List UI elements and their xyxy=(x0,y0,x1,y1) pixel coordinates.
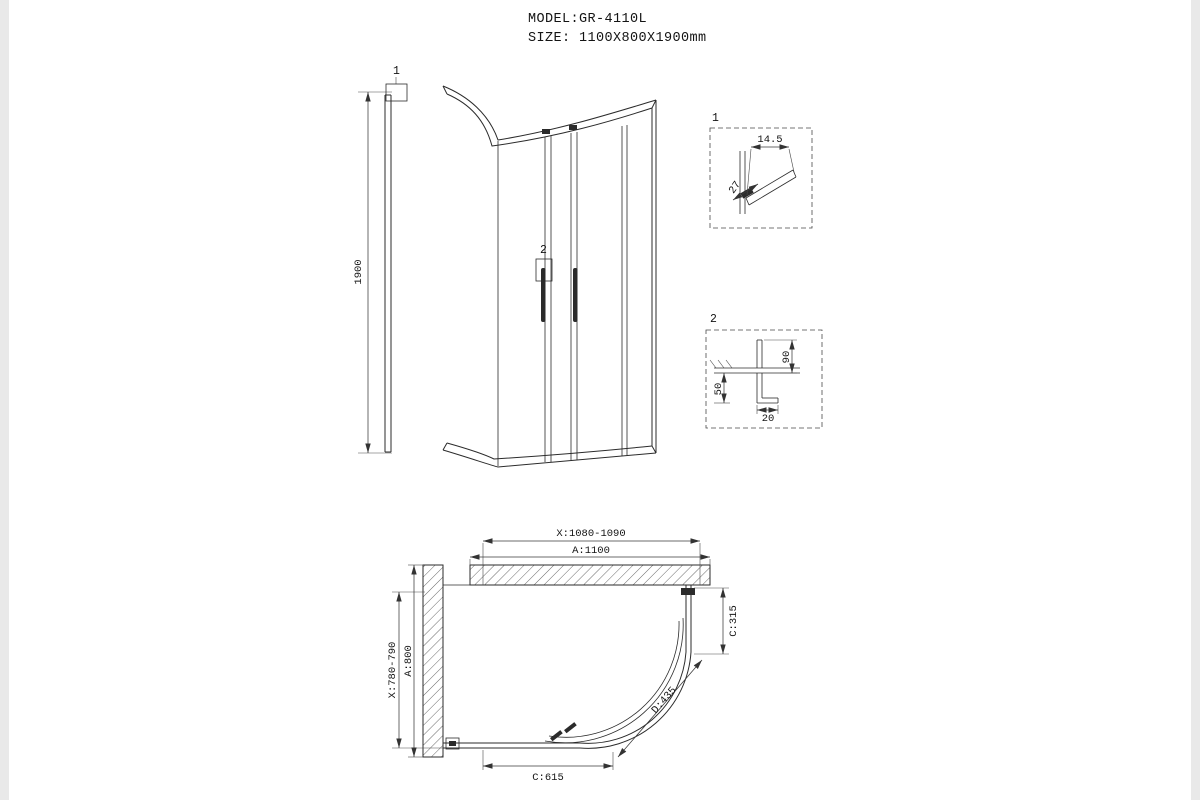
model-label: MODEL:GR-4110L xyxy=(528,12,647,27)
height-dimension-label: 1900 xyxy=(353,259,365,284)
detail-1-view: 1 14.5 27 xyxy=(709,112,813,229)
left-bracket xyxy=(445,737,460,750)
detail-2-dimensions: 90 50 20 xyxy=(713,339,797,425)
plan-adjust-width-dimension: X:1080-1090 xyxy=(556,528,625,540)
right-door-handle xyxy=(573,268,578,322)
plan-view: X:1080-1090 A:1100 X:780-790 A:800 C:315 xyxy=(387,528,740,784)
plan-overall-depth-dimension: A:800 xyxy=(403,645,415,677)
detail-1-label: 1 xyxy=(712,112,719,125)
right-page-edge xyxy=(1191,0,1200,800)
left-wall xyxy=(422,564,444,758)
plan-handle-2 xyxy=(550,730,563,742)
callout-1-label: 1 xyxy=(393,65,400,78)
top-bracket xyxy=(681,588,695,595)
left-door-handle xyxy=(541,268,546,322)
detail-2-label: 2 xyxy=(710,313,717,326)
plan-front-glass-dimension: C:615 xyxy=(532,772,564,784)
detail-2-offset-dimension: 20 xyxy=(762,413,775,425)
callout-2-label: 2 xyxy=(540,244,547,257)
size-label: SIZE: 1100X800X1900mm xyxy=(528,31,707,46)
enclosure-frame xyxy=(442,85,657,468)
detail-1-angle-dimension: 27 xyxy=(727,179,744,196)
plan-glass xyxy=(443,585,695,750)
door-handles xyxy=(541,268,578,322)
plan-adjust-depth-dimension: X:780-790 xyxy=(387,642,399,699)
height-dimension: 1900 xyxy=(353,91,392,454)
plan-side-glass-dimension: C:315 xyxy=(728,605,740,637)
callout-2-marker: 2 xyxy=(535,244,553,282)
detail-2-view: 2 90 50 20 xyxy=(705,313,823,429)
detail-1-width-dimension: 14.5 xyxy=(757,134,782,146)
detail-2-height-dimension: 90 xyxy=(781,351,793,364)
plan-overall-width-dimension: A:1100 xyxy=(572,545,610,557)
title-block: MODEL:GR-4110L SIZE: 1100X800X1900mm xyxy=(528,12,707,46)
front-elevation-view: 1900 1 xyxy=(353,65,657,468)
detail-1-dimensions: 14.5 27 xyxy=(727,134,795,201)
wall-profile xyxy=(384,94,392,453)
plan-handle-1 xyxy=(564,722,577,734)
left-page-edge xyxy=(0,0,9,800)
top-wall xyxy=(469,564,711,586)
detail-2-lower-dimension: 50 xyxy=(713,383,725,396)
detail-1-geometry xyxy=(739,151,797,214)
plan-walls xyxy=(422,564,711,758)
callout-1-marker: 1 xyxy=(385,65,408,102)
